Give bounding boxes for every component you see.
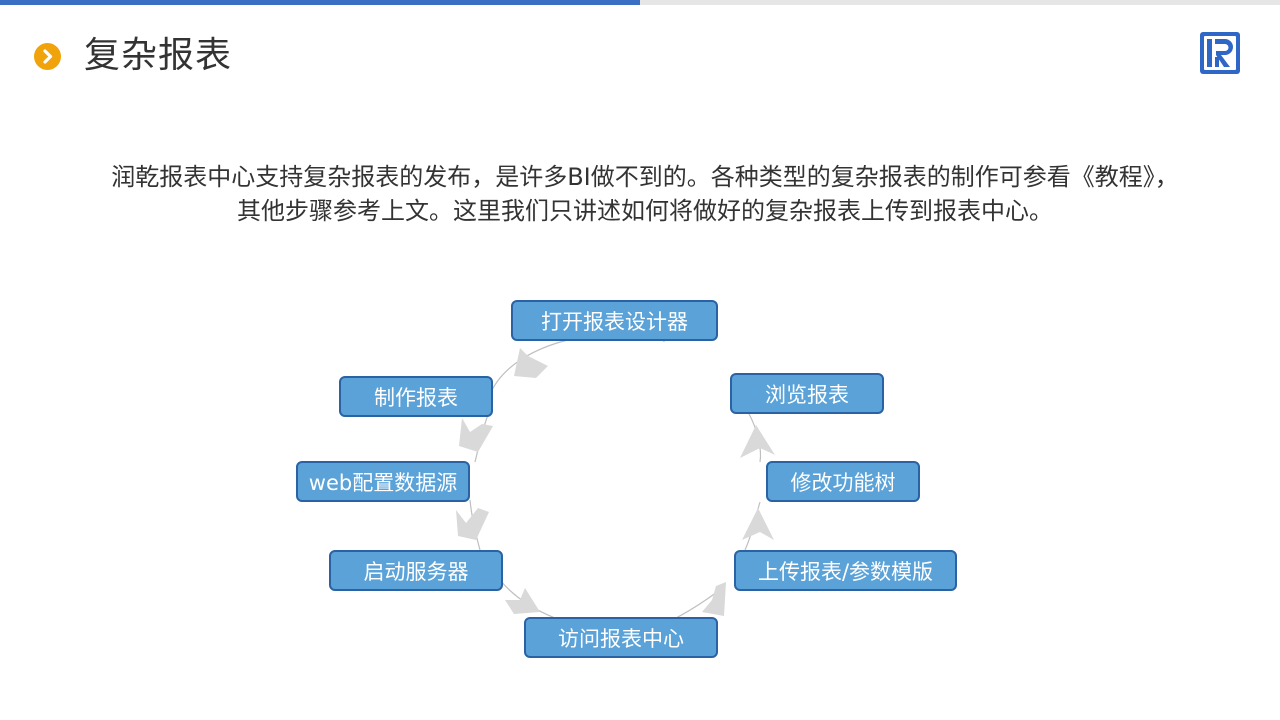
flow-arrow [505,588,540,614]
step-make-report: 制作报表 [339,376,493,417]
flow-arrow [456,508,489,540]
step-browse-report: 浏览报表 [730,373,884,414]
step-start-server: 启动服务器 [329,550,503,591]
top-grey-bar [640,0,1280,5]
step-web-datasource: web配置数据源 [296,461,470,502]
flow-arrow [459,418,493,452]
step-modify-tree: 修改功能树 [766,461,920,502]
flow-arrow [514,348,548,378]
step-visit-center: 访问报表中心 [524,617,718,658]
flow-arrow [740,425,775,458]
r-logo-icon [1199,31,1241,75]
intro-paragraph: 润乾报表中心支持复杂报表的发布，是许多BI做不到的。各种类型的复杂报表的制作可参… [111,163,1179,225]
top-accent-bar [0,0,640,5]
step-upload-report: 上传报表/参数模版 [734,550,957,591]
page-title: 复杂报表 [84,35,233,76]
flow-arrow [702,582,726,616]
flow-arrow [742,508,774,540]
chevron-right-icon [34,43,61,70]
step-open-designer: 打开报表设计器 [511,300,718,341]
